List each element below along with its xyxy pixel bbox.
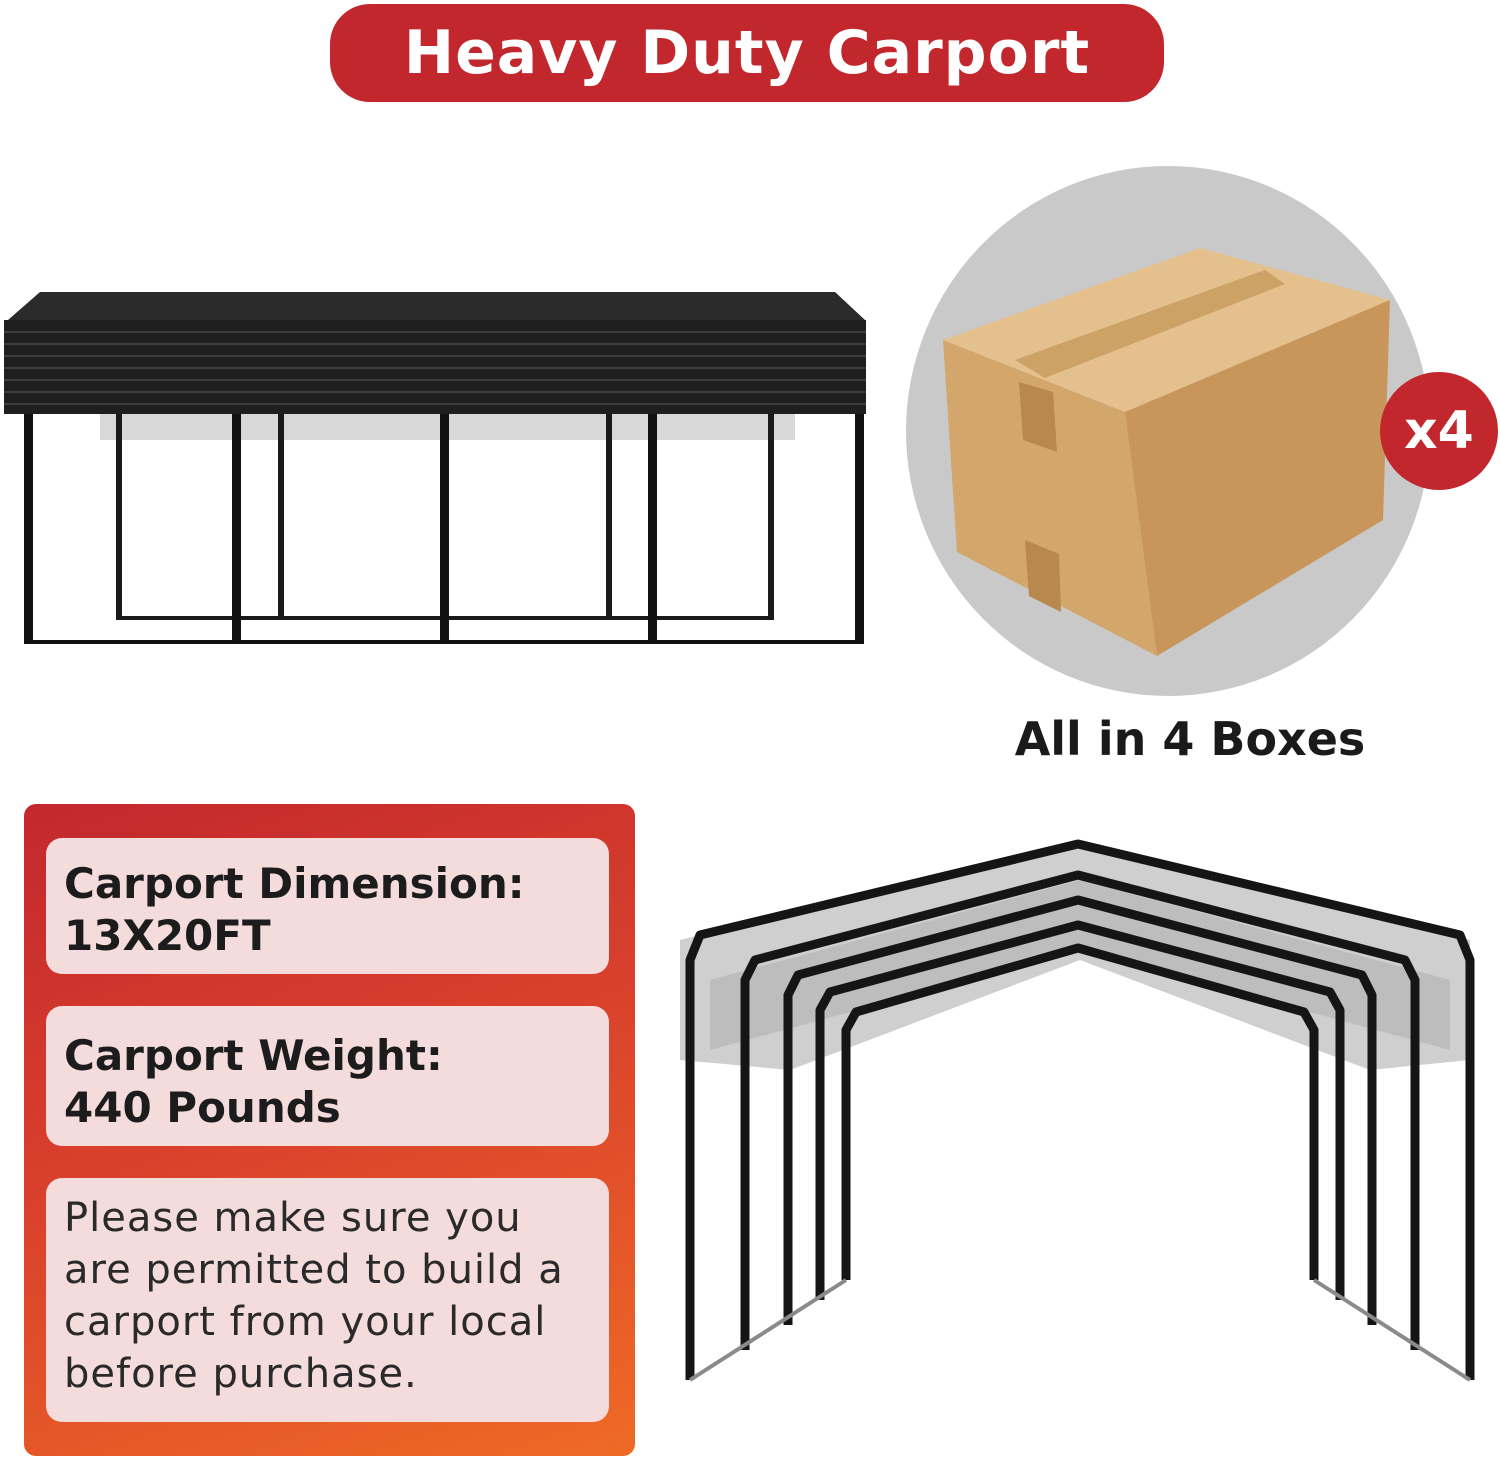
carport-front-view-image [680,839,1475,1382]
permit-note-text: Please make sure you are permitted to bu… [64,1195,564,1397]
carport-side-view-image [4,292,866,644]
title-banner: Heavy Duty Carport [330,4,1164,102]
permit-note-card: Please make sure you are permitted to bu… [46,1178,609,1422]
weight-value: 440 Pounds [64,1083,341,1132]
cardboard-box-image [943,248,1390,656]
weight-card: Carport Weight: 440 Pounds [46,1006,609,1146]
boxes-caption: All in 4 Boxes [1014,712,1366,766]
quantity-badge: x4 [1380,372,1498,490]
weight-label: Carport Weight: [64,1031,443,1080]
dimension-card: Carport Dimension: 13X20FT [46,838,609,974]
dimension-label: Carport Dimension: [64,859,525,908]
quantity-badge-label: x4 [1404,401,1474,461]
dimension-value: 13X20FT [64,911,271,960]
page-title: Heavy Duty Carport [403,18,1091,88]
